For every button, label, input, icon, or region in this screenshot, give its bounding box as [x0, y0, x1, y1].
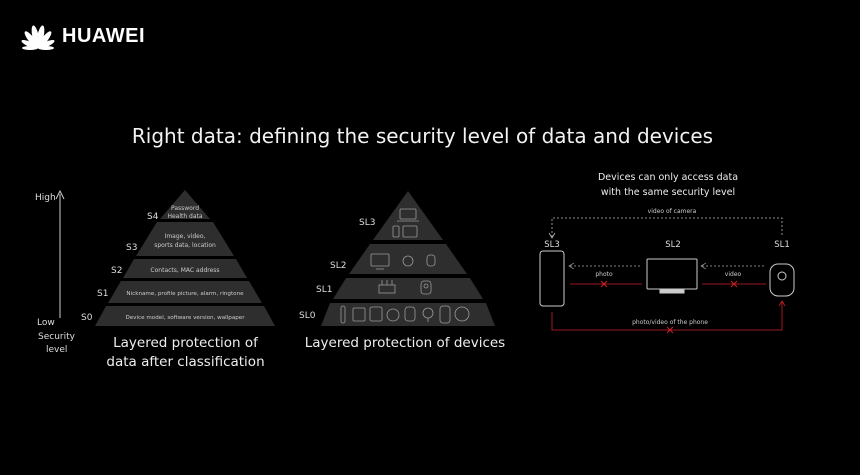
level-label-s0: S0 — [81, 313, 93, 323]
bottom-link-label: photo/video of the phone — [632, 319, 708, 326]
access-diagram: video of camera SL3 SL2 SL1 photo video … — [539, 208, 795, 334]
tablet-icon — [402, 225, 418, 238]
device-sl3-label: SL3 — [544, 240, 560, 250]
scale-icon — [352, 307, 366, 322]
s2-text: Contacts, MAC address — [150, 267, 219, 274]
photo-label: photo — [595, 271, 613, 278]
device-sl1-label: SL1 — [774, 240, 790, 250]
data-tier-s1 — [108, 281, 262, 303]
speaker-icon — [402, 255, 414, 267]
s4-text-2: Health data — [167, 213, 202, 220]
data-tier-s4-body — [160, 190, 210, 219]
device-level-sl3: SL3 — [359, 218, 375, 228]
access-heading-line1: Devices can only access data — [597, 172, 739, 183]
device-level-sl1: SL1 — [316, 285, 332, 295]
laptop-icon — [399, 208, 417, 220]
slide-title: Right data: defining the security level … — [131, 124, 714, 148]
blocked-photo-icon — [600, 280, 608, 288]
s4-text-1: Password — [171, 205, 199, 212]
device-tier-sl1 — [333, 278, 483, 299]
level-label-s3: S3 — [126, 243, 137, 253]
device-level-sl0: SL0 — [299, 311, 316, 321]
device-tier-sl2 — [349, 244, 467, 274]
blocked-phone-link-icon — [666, 326, 674, 334]
access-heading-line2: with the same security level — [600, 187, 736, 198]
level-label-s2: S2 — [111, 266, 122, 276]
device-tier-sl3 — [373, 191, 443, 240]
data-pyramid: S4 Password Health data S3 Image, video,… — [81, 190, 275, 326]
device-pyramid: SL3 SL2 SL1 SL0 — [299, 191, 495, 326]
fan-icon — [454, 306, 470, 322]
device-pyramid-caption: Layered protection of devices — [304, 335, 506, 351]
data-pyramid-caption: Layered protection of data after classif… — [88, 334, 283, 372]
axis-security-label: Security — [38, 332, 75, 342]
axis-low-label: Low — [37, 318, 55, 328]
s3-text-2: sports data, location — [154, 242, 216, 249]
s3-text-1: Image, video, — [165, 233, 206, 240]
appliance-icon — [369, 306, 383, 322]
data-caption-line2: data after classification — [106, 354, 265, 370]
access-heading: Devices can only access data with the sa… — [578, 170, 758, 200]
camera-device-icon — [769, 263, 795, 297]
device-level-sl2: SL2 — [330, 261, 346, 271]
phone-device-icon — [539, 250, 565, 307]
watch-icon — [426, 254, 436, 267]
s0-text: Device model, software version, wallpape… — [125, 315, 245, 321]
phone-icon — [392, 225, 400, 238]
security-axis-arrow — [55, 190, 65, 318]
huawei-flower-icon — [21, 25, 55, 50]
huawei-logo: HUAWEI — [20, 22, 145, 50]
device-sl2-label: SL2 — [665, 240, 681, 250]
axis-high-label: High — [35, 193, 56, 203]
robot-vacuum-icon — [386, 308, 400, 322]
data-tier-s2 — [123, 259, 247, 278]
brand-name: HUAWEI — [62, 24, 145, 47]
device-tier-sl0 — [321, 303, 495, 326]
top-link-label: video of camera — [648, 208, 697, 215]
video-label: video — [725, 271, 742, 278]
data-tier-s3 — [136, 222, 234, 256]
data-caption-line1: Layered protection of — [113, 335, 258, 351]
blocked-video-icon — [730, 280, 738, 288]
data-tier-s0 — [95, 306, 275, 326]
level-label-s1: S1 — [97, 289, 108, 299]
camera-icon — [420, 280, 432, 295]
tv-device-icon — [646, 258, 698, 294]
axis-level-label: level — [46, 345, 68, 355]
toothbrush-icon — [340, 305, 346, 324]
air-purifier-icon — [439, 305, 451, 324]
kettle-icon — [404, 306, 416, 322]
level-label-s4: S4 — [147, 212, 159, 222]
tv-icon — [370, 253, 390, 267]
s1-text: Nickname, profile picture, alarm, ringto… — [126, 291, 244, 297]
